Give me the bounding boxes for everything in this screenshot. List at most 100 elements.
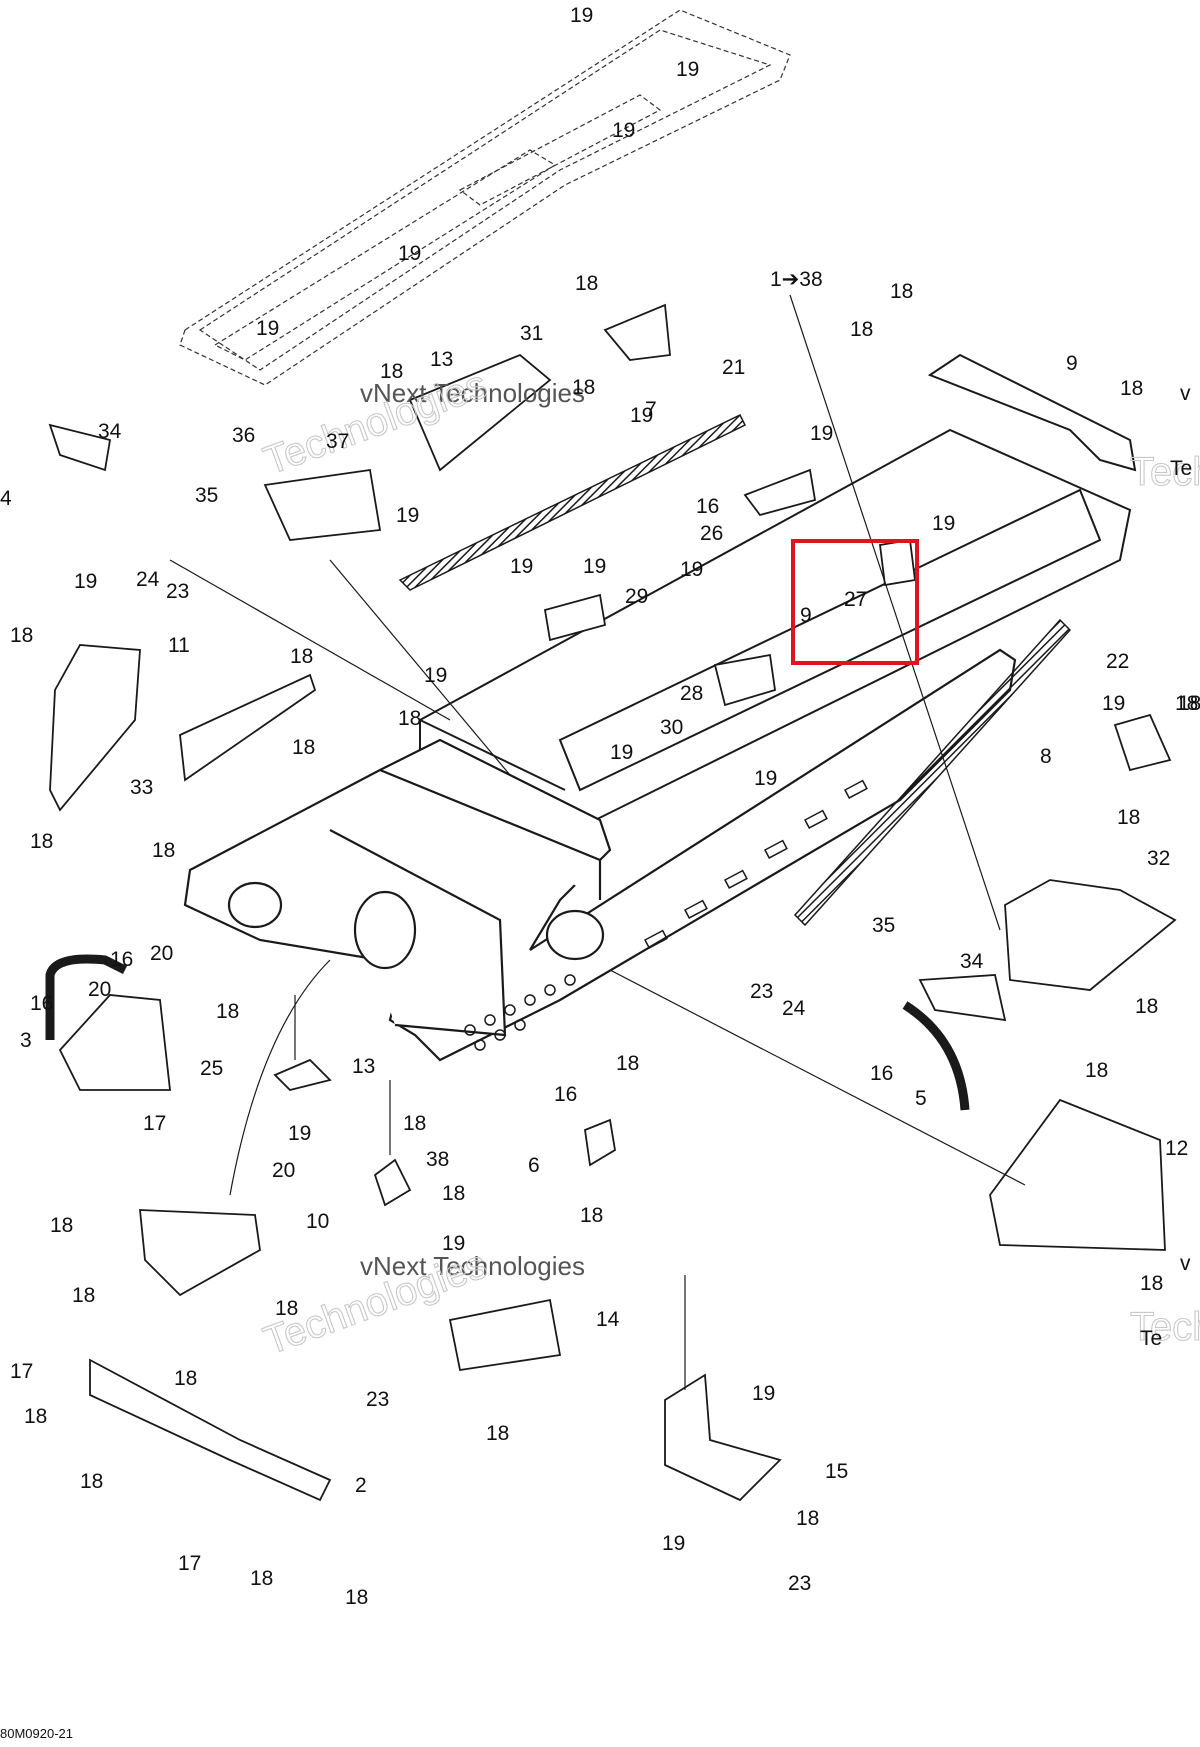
watermark-text: vNext Technologies	[360, 378, 585, 408]
callout-label: 18	[1120, 377, 1143, 400]
callout-label: 9	[1066, 352, 1078, 375]
chassis-slots	[464, 779, 868, 1051]
callout-label: 18	[572, 376, 595, 399]
bracket-13	[273, 1058, 332, 1091]
leader-lines	[169, 294, 1026, 1390]
callout-label: 18	[442, 1182, 465, 1205]
callout-label: 18	[1175, 692, 1198, 715]
callout-label: 18	[30, 830, 53, 853]
callout-label: 26	[700, 522, 723, 545]
callout-label: 29	[625, 585, 648, 608]
bracket-14	[448, 1298, 562, 1372]
callout-label: 19	[398, 242, 421, 265]
callout-label: 35	[872, 914, 895, 937]
watermark-text: Technologies	[1130, 1305, 1200, 1349]
callout-label: 11	[168, 634, 190, 657]
callout-label: 18	[345, 1586, 368, 1609]
callout-label: 18	[50, 1214, 73, 1237]
callout-label: 19	[74, 570, 97, 593]
bracket-29	[543, 593, 607, 642]
callout-label: 19	[570, 4, 593, 27]
callout-label: 38	[426, 1148, 449, 1171]
callout-label: 19	[256, 317, 279, 340]
callout-label: 20	[150, 942, 173, 965]
callout-label: 17	[178, 1552, 201, 1575]
callout-label: 18	[486, 1422, 509, 1445]
callout-label: 18	[80, 1470, 103, 1493]
plate-11	[49, 644, 141, 812]
plate-12	[989, 1098, 1166, 1251]
callout-label: 10	[306, 1210, 329, 1233]
callout-label: 21	[722, 356, 745, 379]
bracket-7	[603, 303, 671, 361]
callout-label: 16	[870, 1062, 893, 1085]
callout-label: 24	[782, 997, 806, 1020]
callout-label: 34	[98, 420, 122, 443]
callout-label: 18	[398, 707, 421, 730]
bracket-38	[373, 1158, 412, 1207]
callout-label: 35	[195, 484, 218, 507]
bracket-36	[263, 468, 382, 541]
callout-label: 22	[1106, 650, 1129, 673]
watermark-text: Technologies	[1130, 450, 1200, 494]
callout-label: 18	[10, 624, 33, 647]
callout-label: 19	[610, 741, 633, 764]
callout-label: 19	[932, 512, 955, 535]
callout-label: 13	[352, 1055, 375, 1078]
callout-label: 18	[152, 839, 175, 862]
callout-label: 18	[380, 360, 403, 383]
chassis-part	[183, 648, 1017, 1062]
callout-label: 19	[1102, 692, 1125, 715]
callout-label: 23	[166, 580, 189, 603]
callout-label: 18	[292, 736, 315, 759]
callout-label: 23	[788, 1572, 811, 1595]
callout-label: 16	[110, 948, 133, 971]
callout-label: 19	[510, 555, 533, 578]
callout-label: 27	[844, 588, 867, 611]
callout-label: 19	[680, 558, 703, 581]
callout-label: 18	[174, 1367, 197, 1390]
callout-label: 5	[915, 1087, 927, 1110]
callout-label: 37	[326, 430, 349, 453]
bracket-27	[878, 538, 917, 587]
callout-label: 17	[10, 1360, 33, 1383]
callout-label: 18	[850, 318, 873, 341]
callout-label: 19	[752, 1382, 775, 1405]
callout-label: 23	[750, 980, 773, 1003]
callout-label: 32	[1147, 847, 1170, 870]
callout-label: 31	[520, 322, 543, 345]
bracket-10	[139, 1209, 261, 1297]
callout-label: 16	[30, 992, 53, 1015]
callout-label: 19	[396, 504, 419, 527]
callout-label: 36	[232, 424, 255, 447]
callout-label: 7	[645, 398, 657, 421]
plate-32	[1004, 879, 1177, 991]
callout-label: 18	[216, 1000, 239, 1023]
callout-label: 20	[88, 978, 111, 1001]
bracket-6	[584, 1118, 616, 1167]
callout-label: 4	[0, 487, 12, 510]
callout-label: 19	[662, 1532, 685, 1555]
callout-label: 23	[366, 1388, 389, 1411]
running-board-part	[179, 9, 791, 386]
callout-label: 18	[1178, 692, 1200, 715]
callout-label: 18	[575, 272, 598, 295]
bracket-15	[664, 1373, 782, 1502]
handle-34	[48, 423, 112, 472]
callout-label: 18	[890, 280, 913, 303]
bracket-3	[58, 994, 172, 1091]
callout-label: v	[1180, 382, 1191, 405]
callout-label: 19	[424, 664, 447, 687]
callout-label: 6	[528, 1154, 540, 1177]
callout-label: 18	[796, 1507, 819, 1530]
callout-label: 18	[1117, 806, 1140, 829]
callout-label: 19	[754, 767, 777, 790]
callout-label: 18	[580, 1204, 603, 1227]
handle-5	[902, 1001, 970, 1111]
callout-label: 28	[680, 682, 703, 705]
callout-label: 14	[596, 1308, 620, 1331]
handle-4	[45, 954, 128, 1040]
callout-label: 16	[696, 495, 719, 518]
